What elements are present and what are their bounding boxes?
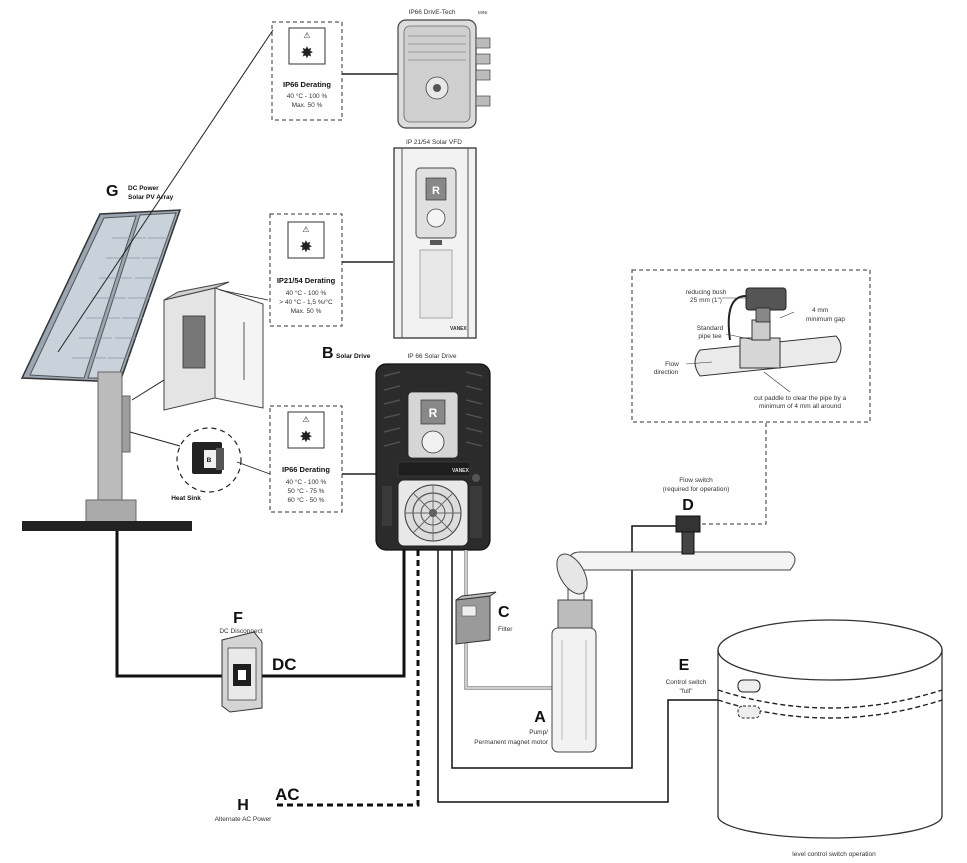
solar-drive-brand: VANEX (452, 468, 470, 474)
derating-title: IP21/54 Derating (277, 276, 336, 285)
derating-box-ip66-bottom: ⚠ ✸ IP66 Derating 40 °C - 100 % 50 °C - … (269, 405, 343, 513)
derating-title: IP66 Derating (283, 80, 331, 89)
dc-disconnect-letter: F (233, 610, 243, 627)
filter-label: Filter (498, 626, 513, 633)
cabinet-leader-line (131, 379, 165, 401)
paddle-label-1: cut paddle to clear the pipe by a (754, 395, 847, 402)
signal-cables (437, 525, 740, 803)
filter-letter: C (498, 604, 510, 621)
drive-tech-mini-device: IP66 DrivE-Tech MINI (397, 9, 491, 129)
reducing-bush-label-2: 25 mm (1") (690, 297, 722, 304)
derating-line: Max. 50 % (291, 308, 322, 315)
gap-label-2: minimum gap (806, 316, 845, 323)
tank-caption: level control switch operation (792, 851, 876, 858)
solar-vfd-device: IP 21/54 Solar VFD R VANEX (393, 139, 477, 339)
flow-direction-label-1: Flow (665, 361, 679, 368)
flow-switch-detail-box (631, 269, 871, 423)
heat-sink-label: Heat Sink (171, 495, 201, 502)
derating-line: 40 °C - 100 % (286, 478, 327, 486)
dc-cable (115, 531, 406, 678)
solar-drive-label-text: Solar Drive (336, 353, 371, 360)
water-tank (717, 619, 943, 839)
derating-line: > 40 °C - 1,5 %/°C (279, 298, 333, 306)
electrical-cabinet (163, 281, 264, 411)
alt-ac-label: Alternate AC Power (215, 816, 273, 823)
solar-pv-array (20, 209, 182, 383)
pump-label-line1: Pump/ (529, 729, 548, 736)
derating-box-ip66-top: ⚠ ✸ IP66 Derating 40 °C - 100 % Max. 50 … (271, 21, 343, 121)
dc-label: DC (272, 655, 297, 674)
solar-drive-model: IP 66 Solar Drive (407, 353, 456, 360)
drive-tech-title: IP66 DrivE-Tech (409, 9, 456, 16)
tee-label-1: Standard (697, 325, 724, 332)
reducing-bush-label-1: reducing bush (686, 289, 727, 296)
warning-triangle-icon: ⚠ (302, 225, 309, 234)
gap-label-1: 4 mm (812, 307, 828, 314)
pump-label-line2: Permanent magnet motor (474, 739, 549, 746)
derating-line: 50 °C - 75 % (288, 487, 325, 495)
warning-triangle-icon: ⚠ (303, 31, 310, 40)
heat-sink-letter: B (207, 457, 212, 464)
flow-switch-label-line2: (required for operation) (663, 486, 729, 493)
solar-drive-device: R VANEX (375, 363, 491, 551)
alt-ac-letter: H (237, 797, 249, 814)
control-switch-label-line1: Control switch (666, 679, 707, 686)
solar-drive-letter: B (322, 345, 334, 362)
pv-array-letter: G (106, 183, 118, 200)
derating-line: 40 °C - 100 % (286, 289, 327, 297)
solar-drive-label: B Solar Drive IP 66 Solar Drive (322, 345, 457, 362)
derating-title: IP66 Derating (282, 465, 330, 474)
tee-label-2: pipe tee (698, 333, 722, 340)
warning-triangle-icon: ⚠ (302, 415, 309, 424)
derating-line: 60 °C - 50 % (288, 496, 325, 504)
vfd-title: IP 21/54 Solar VFD (406, 139, 462, 146)
control-switch-label-line2: "full" (680, 688, 694, 695)
ac-label: AC (275, 785, 300, 804)
flow-direction-label-2: direction (654, 369, 679, 376)
pv-array-label-line1: DC Power (128, 185, 159, 192)
pump-letter: A (534, 709, 546, 726)
flow-switch (675, 515, 701, 555)
paddle-label-2: minimum of 4 mm all around (759, 403, 841, 410)
cabinet-box-leader (219, 289, 269, 301)
sun-heat-icon: ✸ (299, 429, 312, 446)
pv-leader-line (57, 29, 274, 353)
derating-line: 40 °C - 100 % (287, 92, 328, 100)
ac-cable-dashed (276, 550, 420, 807)
pump-motor (551, 599, 597, 753)
logo-icon: R (429, 406, 438, 420)
flow-switch-letter: D (682, 497, 694, 514)
sun-heat-icon: ✸ (299, 239, 312, 256)
control-switch-letter: E (679, 657, 690, 674)
heatsink-box-leader (236, 461, 271, 475)
sun-heat-icon: ✸ (300, 45, 313, 62)
drive-tech-title-suffix: MINI (478, 10, 488, 15)
discharge-pipe (556, 551, 796, 601)
vfd-brand: VANEX (450, 326, 468, 332)
dc-disconnect-switch (221, 631, 263, 713)
filter-box (455, 591, 497, 645)
pv-array-label: G DC Power Solar PV Array (106, 183, 174, 201)
detail-callout-leader (702, 420, 767, 525)
pv-array-label-line2: Solar PV Array (128, 194, 174, 201)
dc-disconnect-label: DC Disconnect (219, 628, 263, 635)
heat-sink: B Heat Sink (129, 427, 242, 502)
derating-line: Max. 50 % (292, 102, 323, 109)
flow-switch-label-line1: Flow switch (679, 477, 713, 484)
pv-mounting-pole (22, 371, 192, 531)
derating-box-ip21-54: ⚠ ✸ IP21/54 Derating 40 °C - 100 % > 40 … (269, 213, 343, 327)
logo-icon: R (432, 185, 440, 197)
